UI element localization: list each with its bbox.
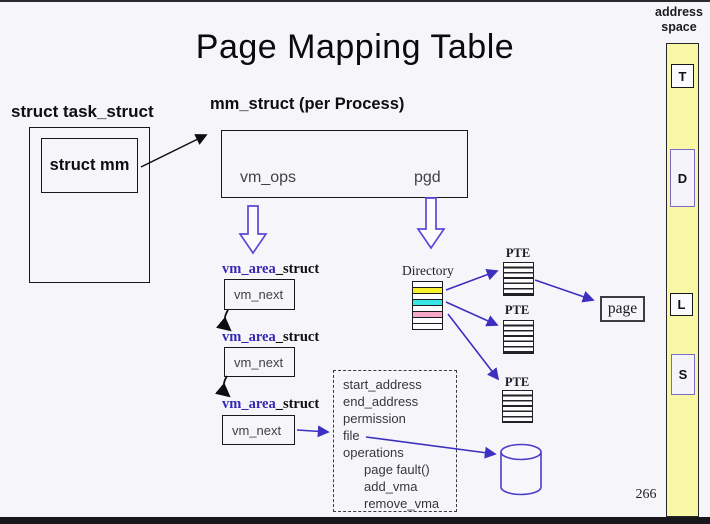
pte-label-2: PTE bbox=[504, 303, 530, 317]
vma-label-black: _struct bbox=[275, 261, 320, 277]
page-number: 266 bbox=[635, 487, 657, 502]
detail-line: permission bbox=[343, 411, 406, 426]
task-struct-box bbox=[29, 127, 150, 283]
pte-stack-1 bbox=[503, 262, 534, 296]
vma-label-3: vm_area_struct bbox=[222, 396, 319, 413]
directory-row bbox=[413, 294, 442, 300]
directory-stack bbox=[412, 281, 443, 330]
vma-box-1: vm_next bbox=[224, 279, 295, 310]
pte-stack-3 bbox=[502, 390, 533, 423]
vma-label-blue: vm_area bbox=[222, 329, 276, 345]
task-struct-label: struct task_struct bbox=[11, 102, 154, 121]
address-space-label: address space bbox=[655, 5, 703, 34]
segment-box-text: T bbox=[671, 64, 694, 88]
arrow-vma1-to-vma2 bbox=[215, 309, 232, 332]
directory-row bbox=[413, 312, 442, 318]
storage-cylinder-top bbox=[500, 443, 542, 461]
directory-row bbox=[413, 288, 442, 294]
struct-mm-field-box: struct mm bbox=[41, 138, 138, 193]
vm-next-field: vm_next bbox=[232, 422, 282, 438]
hollow-arrow-pgd bbox=[416, 197, 446, 250]
vma-label-black: _struct bbox=[275, 396, 320, 412]
directory-row bbox=[413, 282, 442, 288]
directory-row bbox=[413, 306, 442, 312]
vma-label-2: vm_area_struct bbox=[222, 329, 319, 346]
pgd-field: pgd bbox=[414, 169, 441, 186]
pte-stack-2 bbox=[503, 320, 534, 354]
page-box: page bbox=[600, 296, 645, 322]
vma-box-2: vm_next bbox=[224, 347, 295, 377]
pte-label-3: PTE bbox=[504, 375, 530, 389]
directory-row bbox=[413, 318, 442, 324]
detail-line: operations bbox=[343, 445, 404, 460]
detail-line: remove_vma bbox=[364, 496, 440, 511]
detail-line: add_vma bbox=[364, 479, 418, 494]
pte-label-1: PTE bbox=[505, 246, 531, 260]
hollow-arrow-vm-ops bbox=[238, 205, 268, 255]
directory-label: Directory bbox=[402, 263, 454, 278]
segment-box-lib: L bbox=[670, 293, 693, 316]
directory-row bbox=[413, 324, 442, 329]
directory-row bbox=[413, 300, 442, 306]
arrow-vma2-to-vma3 bbox=[214, 375, 231, 398]
vma-label-black: _struct bbox=[275, 329, 320, 345]
segment-box-stack: S bbox=[671, 354, 695, 395]
vm-next-field: vm_next bbox=[234, 287, 284, 302]
top-border-bar bbox=[0, 0, 710, 2]
segment-box-data: D bbox=[670, 149, 695, 207]
arrow-vmnext-to-detail bbox=[296, 425, 330, 438]
vma-label-blue: vm_area bbox=[222, 261, 276, 277]
detail-line: start_address bbox=[343, 377, 422, 392]
slide-title: Page Mapping Table bbox=[195, 28, 515, 66]
vma-label-blue: vm_area bbox=[222, 396, 276, 412]
arrow-directory-to-pte2 bbox=[445, 301, 499, 327]
arrow-pte1-to-page bbox=[534, 279, 595, 303]
address-space-column bbox=[666, 43, 699, 517]
arrow-mm-to-mmstruct bbox=[140, 134, 208, 168]
detail-line: end_address bbox=[343, 394, 419, 409]
mm-struct-label: mm_struct (per Process) bbox=[210, 95, 405, 113]
vm-ops-field: vm_ops bbox=[240, 169, 297, 186]
vma-detail-box: start_address end_address permission fil… bbox=[333, 370, 457, 512]
mm-struct-box bbox=[221, 130, 468, 198]
storage-cylinder-body bbox=[500, 452, 542, 496]
vma-box-3: vm_next bbox=[222, 415, 295, 445]
vma-label-1: vm_area_struct bbox=[222, 261, 319, 278]
vm-next-field: vm_next bbox=[234, 354, 284, 370]
detail-line: page fault() bbox=[364, 462, 430, 477]
detail-line: file bbox=[343, 428, 360, 443]
bottom-border-bar bbox=[0, 517, 710, 524]
